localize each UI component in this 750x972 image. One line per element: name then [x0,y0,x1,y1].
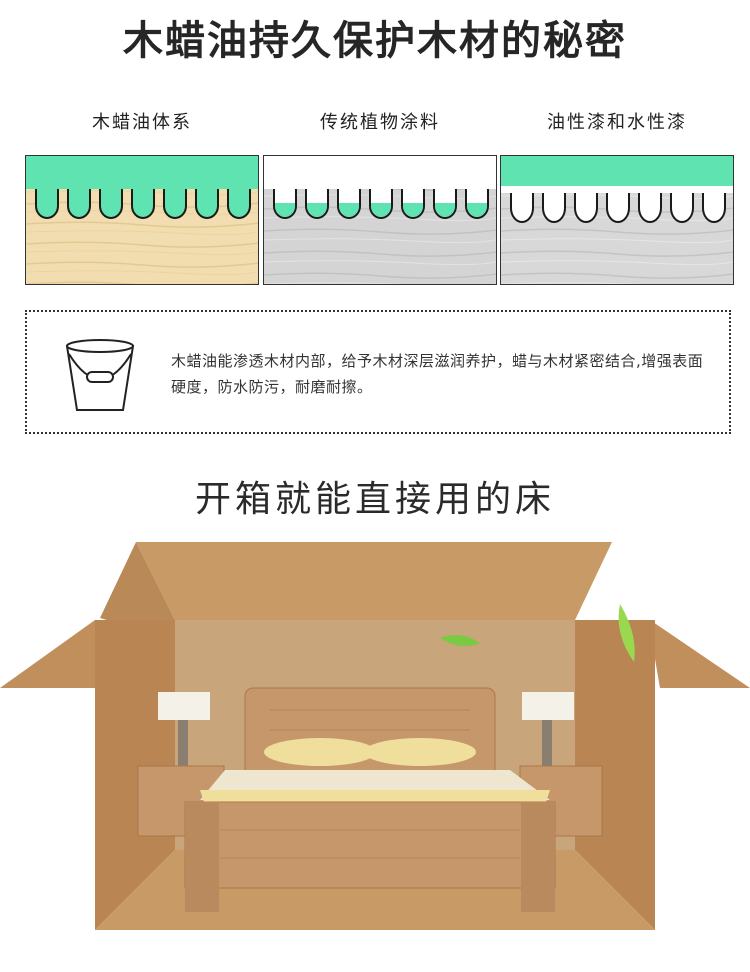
bucket-icon [65,339,135,411]
panel-plant-coating [263,155,497,285]
panel-wood-wax [25,155,259,285]
column-label-wood-wax: 木蜡油体系 [92,112,192,133]
section-title: 开箱就能直接用的床 [194,479,555,520]
info-description: 木蜡油能渗透木材内部，给予木材深层滋润养护，蜡与木材紧密结合,增强表面硬度，防水… [171,352,704,396]
column-label-plant-coating: 传统植物涂料 [320,112,440,133]
panel-paint [500,155,734,285]
box-bed-illustration [0,540,750,972]
column-label-paint: 油性漆和水性漆 [547,112,687,133]
info-box: 木蜡油能渗透木材内部，给予木材深层滋润养护，蜡与木材紧密结合,增强表面硬度，防水… [25,310,731,434]
page-title: 木蜡油持久保护木材的秘密 [123,18,627,64]
